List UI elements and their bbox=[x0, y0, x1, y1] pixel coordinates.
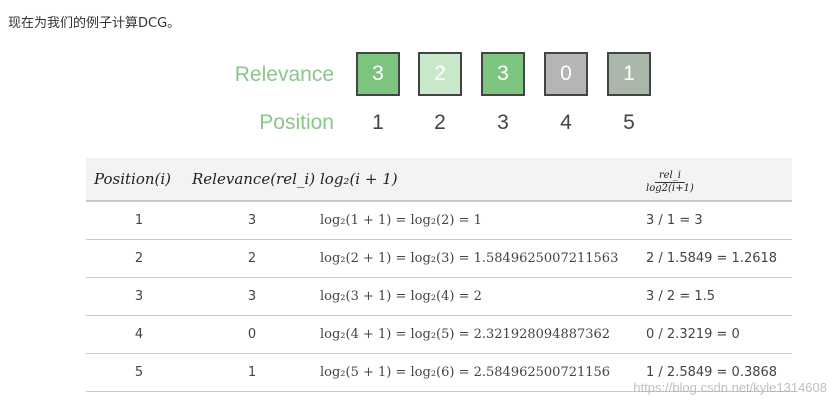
relevance-box: 3 bbox=[356, 52, 400, 96]
intro-text: 现在为我们的例子计算DCG。 bbox=[8, 16, 181, 31]
table-row: 5 1 log₂(5 + 1) = log₂(6) = 2.5849625007… bbox=[86, 353, 792, 392]
table-row: 2 2 log₂(2 + 1) = log₂(3) = 1.5849625007… bbox=[86, 239, 792, 278]
header-log: log₂(i + 1) bbox=[312, 158, 638, 202]
cell-relevance: 1 bbox=[184, 353, 312, 392]
relevance-box: 3 bbox=[481, 52, 525, 96]
cell-ratio: 3 / 2 = 1.5 bbox=[638, 277, 792, 316]
header-position: Position(i) bbox=[86, 158, 184, 202]
cell-ratio: 0 / 2.3219 = 0 bbox=[638, 315, 792, 354]
position-label: Position bbox=[259, 111, 334, 134]
cell-position: 5 bbox=[86, 353, 184, 392]
cell-log: log₂(2 + 1) = log₂(3) = 1.58496250072115… bbox=[312, 239, 638, 278]
cell-log: log₂(3 + 1) = log₂(4) = 2 bbox=[312, 277, 638, 316]
cell-relevance: 0 bbox=[184, 315, 312, 354]
relevance-label: Relevance bbox=[234, 63, 334, 86]
position-number: 3 bbox=[497, 111, 509, 134]
cell-ratio: 2 / 1.5849 = 1.2618 bbox=[638, 239, 792, 278]
cell-ratio: 1 / 2.5849 = 0.3868 bbox=[638, 353, 792, 392]
header-ratio-fraction: rel_i log2(i+1) bbox=[646, 170, 694, 195]
cell-log: log₂(1 + 1) = log₂(2) = 1 bbox=[312, 201, 638, 240]
position-number: 1 bbox=[372, 111, 384, 134]
cell-relevance: 3 bbox=[184, 277, 312, 316]
cell-log: log₂(4 + 1) = log₂(5) = 2.32192809488736… bbox=[312, 315, 638, 354]
cell-relevance: 2 bbox=[184, 239, 312, 278]
header-relevance: Relevance(rel_i) bbox=[184, 158, 315, 202]
table-row: 4 0 log₂(4 + 1) = log₂(5) = 2.3219280948… bbox=[86, 315, 792, 354]
relevance-box: 0 bbox=[544, 52, 588, 96]
fraction-denominator: log2(i+1) bbox=[646, 182, 694, 194]
relevance-box: 2 bbox=[418, 52, 462, 96]
table-header-row: Position(i) Relevance(rel_i) log₂(i + 1)… bbox=[86, 158, 792, 202]
table-row: 1 3 log₂(1 + 1) = log₂(2) = 1 3 / 1 = 3 bbox=[86, 201, 792, 240]
cell-position: 3 bbox=[86, 277, 184, 316]
cell-log: log₂(5 + 1) = log₂(6) = 2.58496250072115… bbox=[312, 353, 638, 392]
table-row: 3 3 log₂(3 + 1) = log₂(4) = 2 3 / 2 = 1.… bbox=[86, 277, 792, 316]
header-ratio: rel_i log2(i+1) bbox=[638, 158, 792, 202]
position-number: 4 bbox=[560, 111, 572, 134]
dcg-table: Position(i) Relevance(rel_i) log₂(i + 1)… bbox=[86, 158, 792, 392]
cell-position: 2 bbox=[86, 239, 184, 278]
cell-ratio: 3 / 1 = 3 bbox=[638, 201, 792, 240]
position-number: 2 bbox=[434, 111, 446, 134]
cell-relevance: 3 bbox=[184, 201, 312, 240]
watermark: https://blog.csdn.net/kyle1314608 bbox=[633, 380, 827, 395]
relevance-box: 1 bbox=[607, 52, 651, 96]
cell-position: 1 bbox=[86, 201, 184, 240]
position-number: 5 bbox=[623, 111, 635, 134]
cell-position: 4 bbox=[86, 315, 184, 354]
fraction-numerator: rel_i bbox=[654, 170, 685, 183]
